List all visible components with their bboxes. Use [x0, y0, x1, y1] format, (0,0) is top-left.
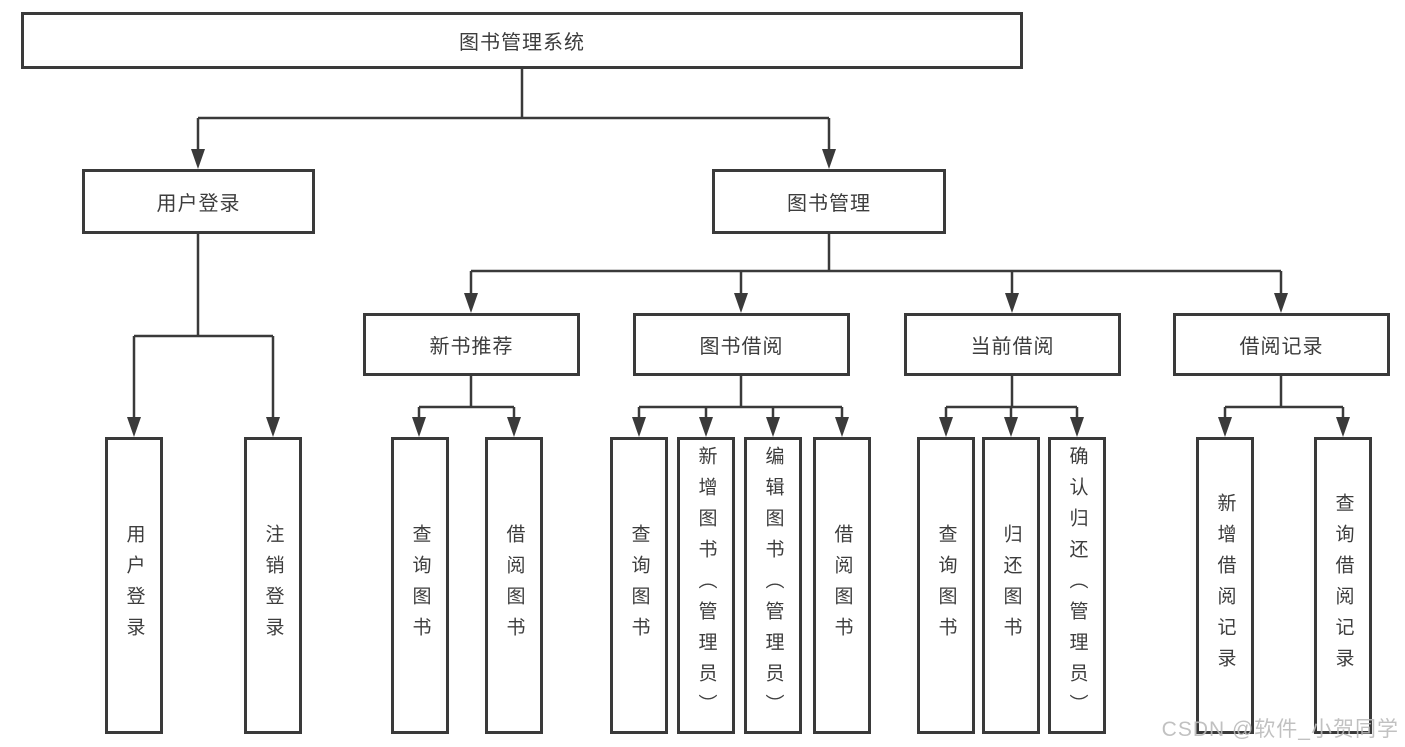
leaf-borrow-books-recommend: 借阅图书	[485, 437, 543, 734]
leaf-query-books-borrow: 查询图书	[610, 437, 668, 734]
leaf-user-login: 用户登录	[105, 437, 163, 734]
arrowheads	[127, 149, 1350, 437]
leaf-borrow-books-recommend-label: 借阅图书	[503, 523, 525, 648]
node-root-label: 图书管理系统	[459, 32, 585, 54]
leaf-query-books-recommend: 查询图书	[391, 437, 449, 734]
leaf-add-books-admin: 新增图书（管理员）	[677, 437, 735, 734]
node-book-management: 图书管理	[712, 169, 946, 234]
leaf-query-borrow-record-label: 查询借阅记录	[1332, 492, 1354, 679]
node-user-login: 用户登录	[82, 169, 315, 234]
node-book-borrowing-label: 图书借阅	[699, 336, 784, 358]
leaf-add-borrow-record-label: 新增借阅记录	[1214, 492, 1236, 679]
leaf-logout-label: 注销登录	[262, 523, 284, 648]
leaf-add-borrow-record: 新增借阅记录	[1196, 437, 1254, 734]
leaf-confirm-return-admin-label: 确认归还（管理员）	[1066, 446, 1088, 725]
leaf-logout: 注销登录	[244, 437, 302, 734]
leaf-query-books-borrow-label: 查询图书	[628, 523, 650, 648]
node-root: 图书管理系统	[21, 12, 1023, 69]
leaf-borrow-books-label: 借阅图书	[831, 523, 853, 648]
node-borrowing-records: 借阅记录	[1173, 313, 1390, 376]
leaf-query-books-current-label: 查询图书	[935, 523, 957, 648]
node-user-login-label: 用户登录	[156, 193, 241, 215]
node-current-borrowing: 当前借阅	[904, 313, 1121, 376]
leaf-user-login-label: 用户登录	[123, 523, 145, 648]
node-new-book-recommend: 新书推荐	[363, 313, 580, 376]
leaf-borrow-books: 借阅图书	[813, 437, 871, 734]
node-borrowing-records-label: 借阅记录	[1239, 336, 1324, 358]
node-book-management-label: 图书管理	[787, 193, 871, 215]
csdn-watermark: CSDN @软件_小贺同学	[1161, 718, 1399, 741]
leaf-query-borrow-record: 查询借阅记录	[1314, 437, 1372, 734]
leaf-return-books-label: 归还图书	[1000, 523, 1022, 648]
leaf-edit-books-admin-label: 编辑图书（管理员）	[762, 446, 784, 725]
node-current-borrowing-label: 当前借阅	[970, 336, 1055, 358]
node-book-borrowing: 图书借阅	[633, 313, 850, 376]
leaf-edit-books-admin: 编辑图书（管理员）	[744, 437, 802, 734]
node-new-book-recommend-label: 新书推荐	[429, 336, 514, 358]
leaf-add-books-admin-label: 新增图书（管理员）	[695, 446, 717, 725]
leaf-return-books: 归还图书	[982, 437, 1040, 734]
leaf-confirm-return-admin: 确认归还（管理员）	[1048, 437, 1106, 734]
leaf-query-books-current: 查询图书	[917, 437, 975, 734]
leaf-query-books-recommend-label: 查询图书	[409, 523, 431, 648]
